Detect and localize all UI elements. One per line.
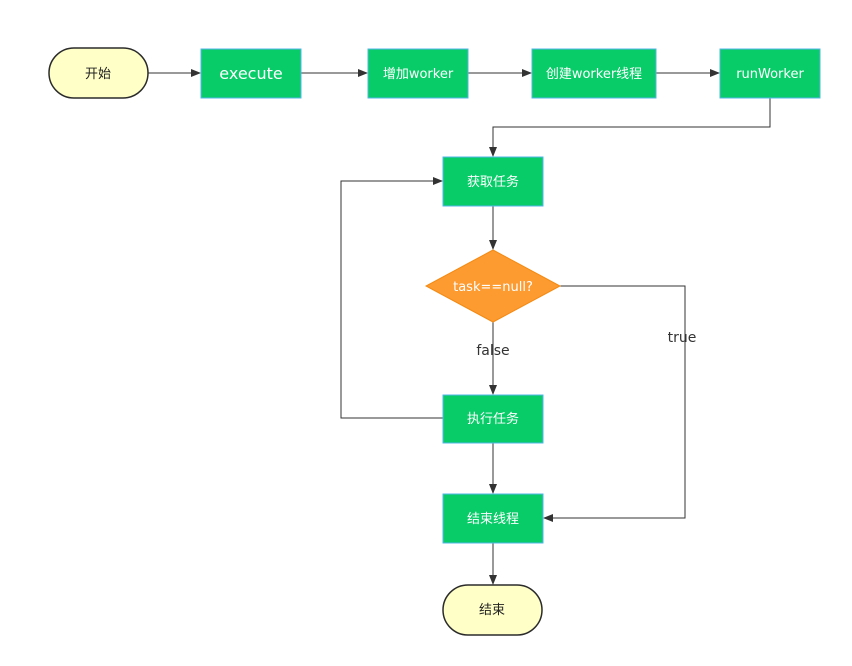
- run-task-node-label: 执行任务: [467, 411, 519, 427]
- run-task-node: 执行任务: [442, 394, 544, 444]
- add-worker-node: 增加worker: [367, 48, 469, 99]
- execute-node: execute: [200, 48, 302, 99]
- start-node: 开始: [48, 47, 149, 99]
- get-task-node-label: 获取任务: [467, 174, 519, 190]
- run-worker-node: runWorker: [719, 48, 821, 99]
- edge-run-worker-get-task: [489, 98, 771, 157]
- get-task-node: 获取任务: [442, 156, 544, 207]
- add-worker-node-label: 增加worker: [383, 67, 454, 82]
- decision-node-label: task==null?: [453, 280, 533, 295]
- edge-run-task-loop-back: [340, 177, 443, 419]
- create-thread-node: 创建worker线程: [531, 48, 657, 99]
- start-node-label: 开始: [85, 67, 111, 82]
- end-thread-node: 结束线程: [442, 493, 544, 544]
- run-worker-node-label: runWorker: [736, 67, 804, 82]
- true-label: true: [668, 330, 697, 346]
- end-node: 结束: [442, 584, 543, 636]
- edge-decision-end-thread: [543, 285, 686, 522]
- end-thread-node-label: 结束线程: [467, 512, 519, 527]
- decision-node: task==null?: [424, 249, 562, 323]
- execute-node-label: execute: [219, 64, 282, 83]
- false-label: false: [476, 343, 509, 359]
- end-node-label: 结束: [479, 603, 505, 618]
- create-thread-node-label: 创建worker线程: [546, 67, 642, 82]
- edges: [148, 69, 771, 585]
